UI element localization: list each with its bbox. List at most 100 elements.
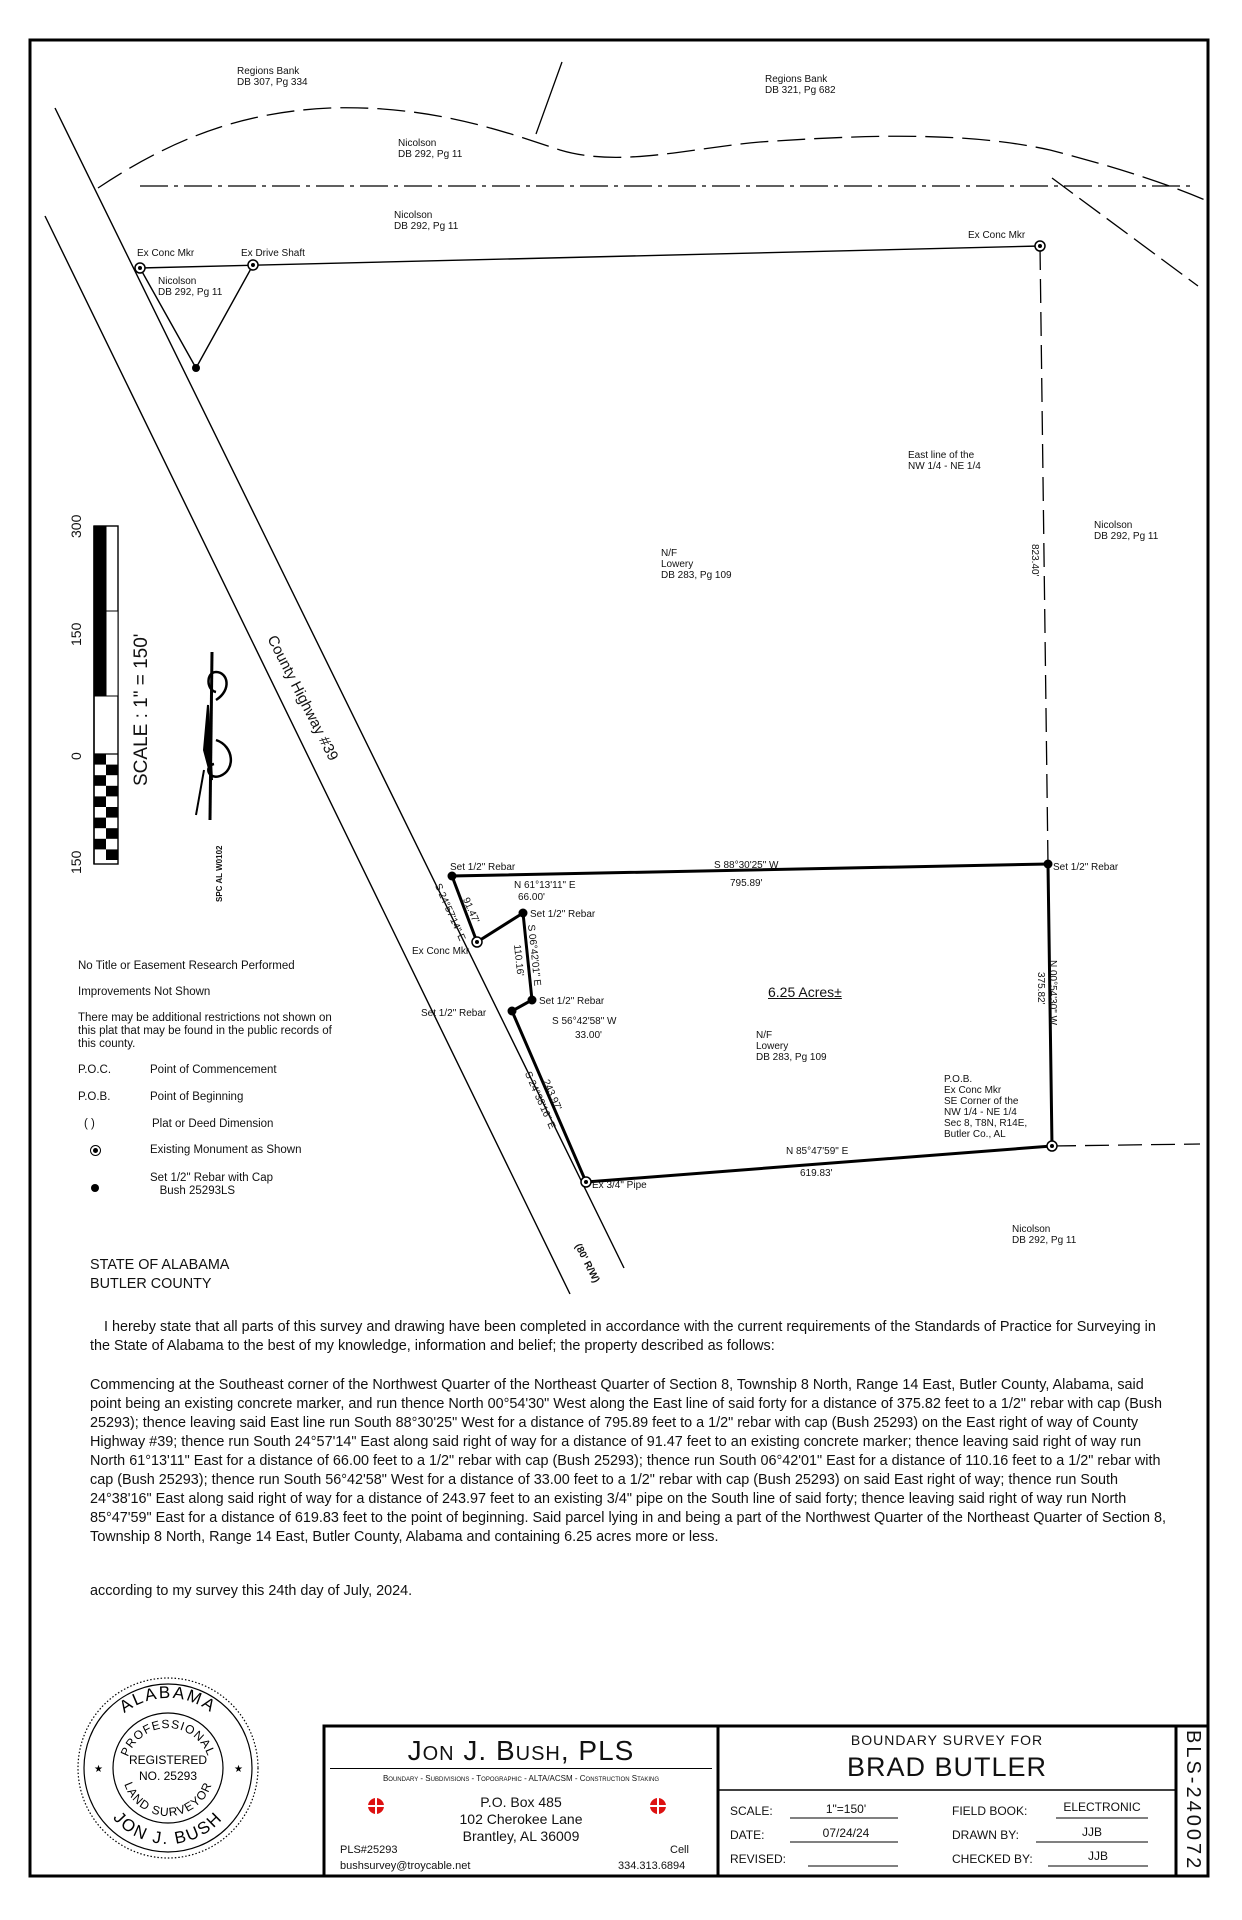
scale-tick-150b: 150 — [68, 850, 84, 874]
call-south-distance: 619.83' — [800, 1168, 833, 1179]
label-rebar-4: Set 1/2" Rebar — [421, 1008, 487, 1019]
label-rebar-nw: Set 1/2" Rebar — [450, 862, 516, 873]
creek-line — [97, 107, 1206, 201]
date-field-value: 07/24/24 — [822, 1826, 870, 1840]
scale-tick-0: 0 — [68, 752, 84, 760]
rebar-2 — [518, 908, 528, 918]
firm-logo-left-icon — [368, 1798, 384, 1814]
legend-rebar-text: Set 1/2" Rebar with Cap Bush 25293LS — [150, 1172, 273, 1197]
scale-tick-300: 300 — [68, 514, 84, 538]
survey-for-label: BOUNDARY SURVEY FOR — [850, 1732, 1044, 1748]
drawn-by-label: DRAWN BY: — [952, 1828, 1019, 1842]
north-arrow-icon — [195, 651, 232, 821]
label-rebar-ne: Set 1/2" Rebar — [1053, 862, 1119, 873]
legend-monument-icon — [90, 1145, 101, 1156]
statement-certification: I hereby state that all parts of this su… — [90, 1319, 1156, 1354]
label-rebar-2: Set 1/2" Rebar — [530, 909, 596, 920]
label-rebar-3: Set 1/2" Rebar — [539, 996, 605, 1007]
label-ex-conc-nw: Ex Conc Mkr — [137, 248, 195, 259]
call-c1-bearing: N 61°13'11" E — [514, 880, 576, 891]
legend-poc-text: Point of Commencement — [150, 1064, 277, 1076]
surveyor-seal — [77, 1677, 259, 1859]
firm-email[interactable]: bushsurvey@troycable.net — [340, 1860, 471, 1872]
call-c1-distance: 66.00' — [518, 892, 545, 903]
statement-date: according to my survey this 24th day of … — [90, 1583, 413, 1599]
firm-logo-right-icon — [650, 1798, 666, 1814]
revised-field-label: REVISED: — [730, 1852, 787, 1866]
road-east-row — [54, 107, 625, 1269]
south-line-dashed — [1051, 1143, 1201, 1147]
set-rebars — [192, 364, 1053, 1016]
call-east-bearing: N 00°54'30" W — [1047, 960, 1058, 1026]
nicolson-north-line — [139, 245, 1041, 269]
rebar-3 — [527, 995, 537, 1005]
note-improvements: Improvements Not Shown — [78, 986, 211, 998]
rebar-4 — [507, 1006, 517, 1016]
existing-monument-dots — [138, 244, 1054, 1184]
legend-plat-text: Plat or Deed Dimension — [152, 1118, 274, 1130]
legend-monument-text: Existing Monument as Shown — [150, 1144, 302, 1156]
label-drive-shaft: Ex Drive Shaft — [241, 248, 305, 259]
note-restrictions: There may be additional restrictions not… — [78, 1012, 332, 1050]
legend-rebar-icon — [91, 1184, 99, 1192]
drawn-by-value: JJB — [1081, 1825, 1102, 1839]
legend-pob-text: Point of Beginning — [150, 1091, 244, 1103]
east-line-dashed — [1039, 245, 1049, 865]
scale-checker — [94, 754, 118, 860]
call-c3-bearing: S 56°42'58" W — [552, 1016, 617, 1027]
legend-poc-symbol: P.O.C. — [78, 1064, 112, 1076]
legend-plat-symbol: ( ) — [84, 1118, 95, 1130]
regions-divider — [535, 61, 563, 135]
adjoiner-dashed-line — [1051, 177, 1199, 287]
note-title-research: No Title or Easement Research Performed — [78, 960, 295, 972]
firm-name: Jon J. Bush, PLS — [330, 1734, 712, 1769]
rebar-ne — [1043, 859, 1053, 869]
road-west-row — [44, 215, 571, 1295]
label-ex-conc-row: Ex Conc Mkr — [412, 946, 470, 957]
scale-tick-150: 150 — [68, 622, 84, 646]
call-south-bearing: N 85°47'59" E — [786, 1146, 849, 1157]
fieldbook-value: ELECTRONIC — [1063, 1800, 1141, 1814]
north-arrow-caption: SPC AL W0102 — [215, 845, 224, 902]
call-east-distance: 375.82' — [1035, 972, 1046, 1005]
checked-by-label: CHECKED BY: — [952, 1852, 1033, 1866]
scale-field-label: SCALE: — [730, 1804, 773, 1818]
fieldbook-label: FIELD BOOK: — [952, 1804, 1028, 1818]
firm-cell: 334.313.6894 — [618, 1860, 686, 1872]
acreage-label: 6.25 Acres± — [768, 984, 842, 1000]
rebar-nw — [447, 871, 457, 881]
client-name: BRAD BUTLER — [846, 1752, 1048, 1782]
call-north-distance: 795.89' — [730, 878, 763, 889]
call-north-bearing: S 88°30'25" W — [714, 860, 779, 871]
firm-cell-label: Cell — [670, 1844, 689, 1856]
call-c3-distance: 33.00' — [575, 1030, 602, 1041]
scale-field-value: 1"=150' — [825, 1802, 867, 1816]
firm-license: PLS#25293 — [340, 1844, 398, 1856]
rebar-triangle — [192, 364, 200, 372]
east-line-distance: 823.40' — [1029, 544, 1040, 577]
legend-pob-symbol: P.O.B. — [78, 1091, 111, 1103]
statement-state: STATE OF ALABAMA — [90, 1257, 230, 1273]
firm-services: Boundary - Subdivisions - Topographic - … — [382, 1774, 660, 1783]
label-ex-conc-ne: Ex Conc Mkr — [968, 230, 1026, 241]
date-field-label: DATE: — [730, 1828, 765, 1842]
title-block-fill-lines — [790, 1817, 1148, 1867]
statement-legal-description: Commencing at the Southeast corner of th… — [90, 1377, 1166, 1545]
label-ex-pipe: Ex 3/4" Pipe — [592, 1180, 647, 1191]
statement-county: BUTLER COUNTY — [90, 1276, 212, 1292]
title-block-frame — [322, 1724, 1210, 1878]
